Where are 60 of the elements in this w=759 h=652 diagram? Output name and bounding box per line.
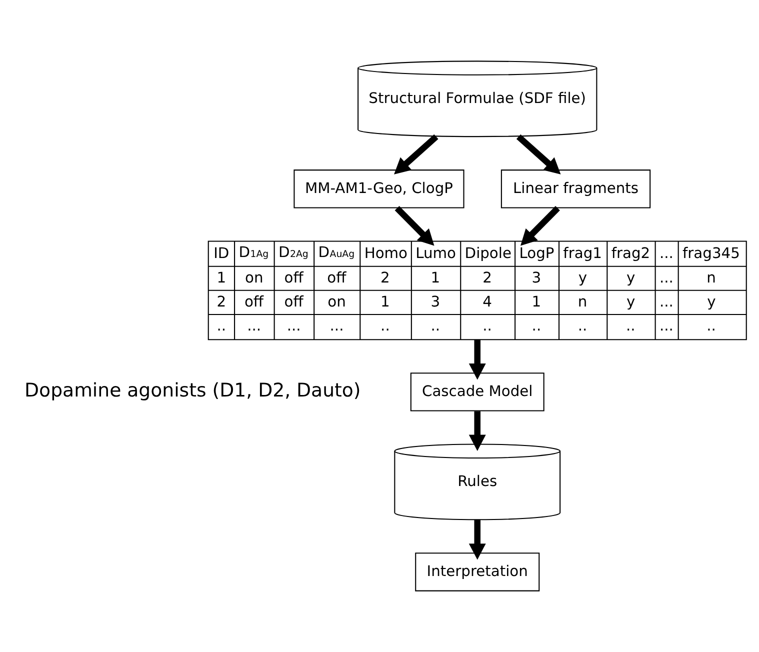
- label: on: [245, 269, 264, 286]
- label: 2: [482, 269, 492, 286]
- label: y: [707, 293, 716, 310]
- node-box: Interpretation: [415, 552, 540, 592]
- label: D2Ag: [278, 244, 308, 262]
- label: y: [626, 269, 636, 286]
- label: Lumo: [416, 245, 456, 262]
- label: 1: [430, 269, 440, 286]
- label: 1: [532, 293, 542, 310]
- label: ...: [286, 317, 301, 334]
- label: ...: [330, 317, 344, 334]
- arrow: [468, 411, 486, 451]
- arrow: [468, 520, 486, 560]
- label: off: [284, 269, 304, 286]
- arrow: [394, 134, 438, 174]
- label: ID: [214, 245, 230, 262]
- label: frag2: [611, 245, 650, 262]
- node-box: Linear fragments: [500, 170, 651, 208]
- label: off: [284, 293, 304, 310]
- label: ..: [626, 317, 636, 334]
- label: 2: [216, 293, 226, 310]
- label: frag1: [563, 245, 602, 262]
- label: LogP: [519, 245, 554, 262]
- label: ..: [430, 317, 440, 334]
- label: n: [578, 293, 588, 310]
- label: ...: [247, 317, 262, 334]
- label: y: [578, 269, 588, 286]
- label: ..: [380, 317, 390, 334]
- node-box: MM-AM1-Geo, ClogP: [294, 170, 464, 208]
- arrow: [394, 206, 434, 246]
- label: Homo: [364, 245, 408, 262]
- label: 4: [482, 293, 492, 310]
- label: Dopamine agonists (D1, D2, Dauto): [24, 380, 361, 402]
- label: ..: [578, 317, 588, 334]
- label: frag345: [682, 245, 740, 262]
- arrow: [520, 206, 560, 246]
- node-box: Cascade Model: [410, 372, 544, 412]
- label: ..: [706, 317, 716, 334]
- label: on: [328, 293, 346, 310]
- label: ...: [659, 317, 674, 334]
- label: ..: [532, 317, 542, 334]
- label: y: [626, 293, 636, 310]
- label: ..: [216, 317, 226, 334]
- label: 1: [380, 293, 390, 310]
- label: 3: [532, 269, 542, 286]
- arrow: [516, 134, 561, 174]
- label: n: [706, 269, 716, 286]
- label: ..: [482, 317, 492, 334]
- label: ...: [659, 269, 674, 286]
- label: off: [327, 269, 346, 286]
- arrow: [468, 340, 486, 380]
- label: Dipole: [464, 245, 512, 262]
- label: DAuAg: [318, 244, 355, 262]
- label: 1: [216, 269, 226, 286]
- label: ...: [659, 245, 674, 262]
- label: ...: [659, 293, 674, 310]
- label: off: [244, 293, 264, 310]
- label: 2: [380, 269, 390, 286]
- label: 3: [430, 293, 440, 310]
- label: D1Ag: [238, 244, 269, 262]
